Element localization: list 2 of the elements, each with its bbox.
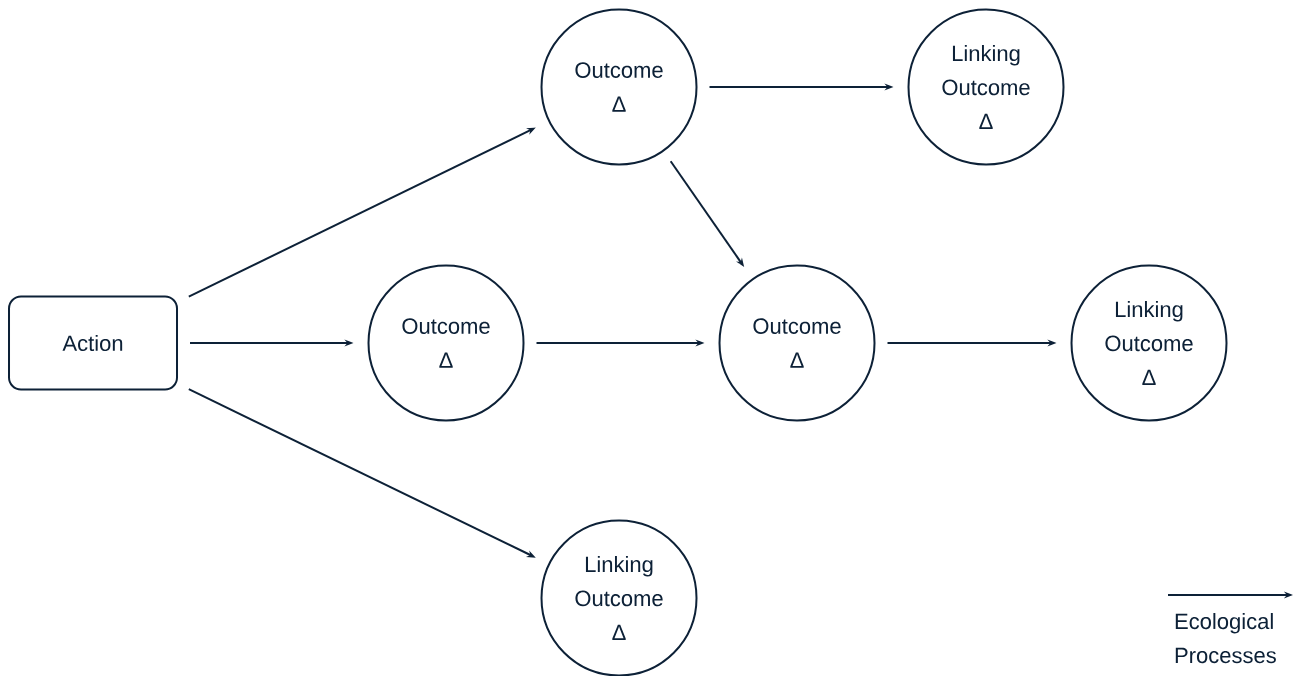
legend-label: Ecological Processes [1175,613,1276,664]
action-box: Action [8,295,178,391]
